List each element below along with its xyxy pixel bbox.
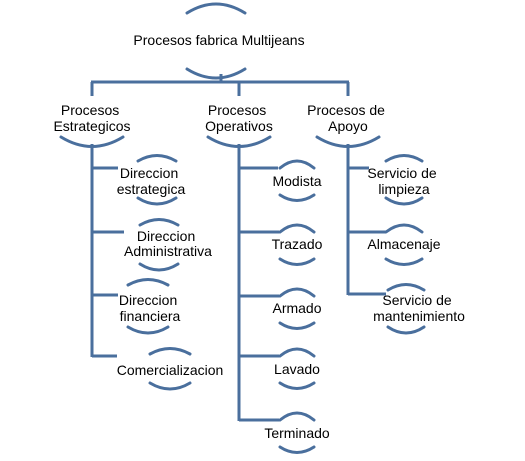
direccion-estrategica-arc-top [136,154,178,163]
root-arc-bottom [185,67,247,80]
armado-arc-top [278,287,316,298]
trazado-arc-top [278,223,316,234]
servicio-limpieza-arc-top [384,154,424,163]
child-servicio-mantenimiento: Servicio de mantenimiento [373,292,465,324]
lavado-arc-top [278,347,316,358]
labels: Procesos fabrica Multijeans Procesos Est… [53,32,465,441]
child-armado: Armado [272,300,321,316]
child-servicio-limpieza: Servicio de limpieza [367,165,440,197]
bracket-arcs [59,2,426,454]
child-trazado: Trazado [272,236,323,252]
servicio-limpieza-arc-bottom [384,196,424,206]
branch-label-estrategicos: Procesos Estrategicos [53,102,130,134]
root-label: Procesos fabrica Multijeans [133,32,304,48]
apoyo-arc-bottom [315,135,381,148]
direccion-administrativa-arc-bottom [138,262,180,272]
branch-label-operativos: Procesos Operativos [205,102,273,134]
branch-label-apoyo: Procesos de Apoyo [307,102,389,134]
operativos-arc-bottom [206,135,272,148]
child-direccion-estrategica: Direccion estrategica [117,165,186,197]
connectors [90,74,386,422]
comercializacion-arc-top [148,347,192,356]
direccion-financiera-arc-top [126,278,170,287]
direccion-administrativa-arc-top [138,218,180,227]
root-arc-top [185,2,247,15]
child-direccion-financiera: Direccion financiera [119,292,181,324]
terminado-arc-bottom [278,445,316,454]
comercializacion-arc-bottom [148,381,192,391]
direccion-financiera-arc-bottom [126,325,170,335]
terminado-arc-top [278,411,316,422]
child-lavado: Lavado [274,361,320,377]
modista-arc-bottom [278,193,316,202]
armado-arc-bottom [278,321,316,330]
child-modista: Modista [272,173,321,189]
almacenaje-arc-top [384,223,424,234]
child-comercializacion: Comercializacion [117,362,224,378]
servicio-mantenimiento-arc-bottom [386,325,426,335]
lavado-arc-bottom [278,381,316,390]
almacenaje-arc-bottom [384,257,424,266]
child-almacenaje: Almacenaje [367,236,440,252]
modista-arc-top [278,159,316,170]
estrategicos-arc-bottom [59,135,125,148]
trazado-arc-bottom [278,257,316,266]
child-direccion-administrativa: Direccion Administrativa [124,228,212,259]
child-terminado: Terminado [264,425,330,441]
direccion-estrategica-arc-bottom [136,196,178,206]
servicio-mantenimiento-arc-top [386,283,426,292]
